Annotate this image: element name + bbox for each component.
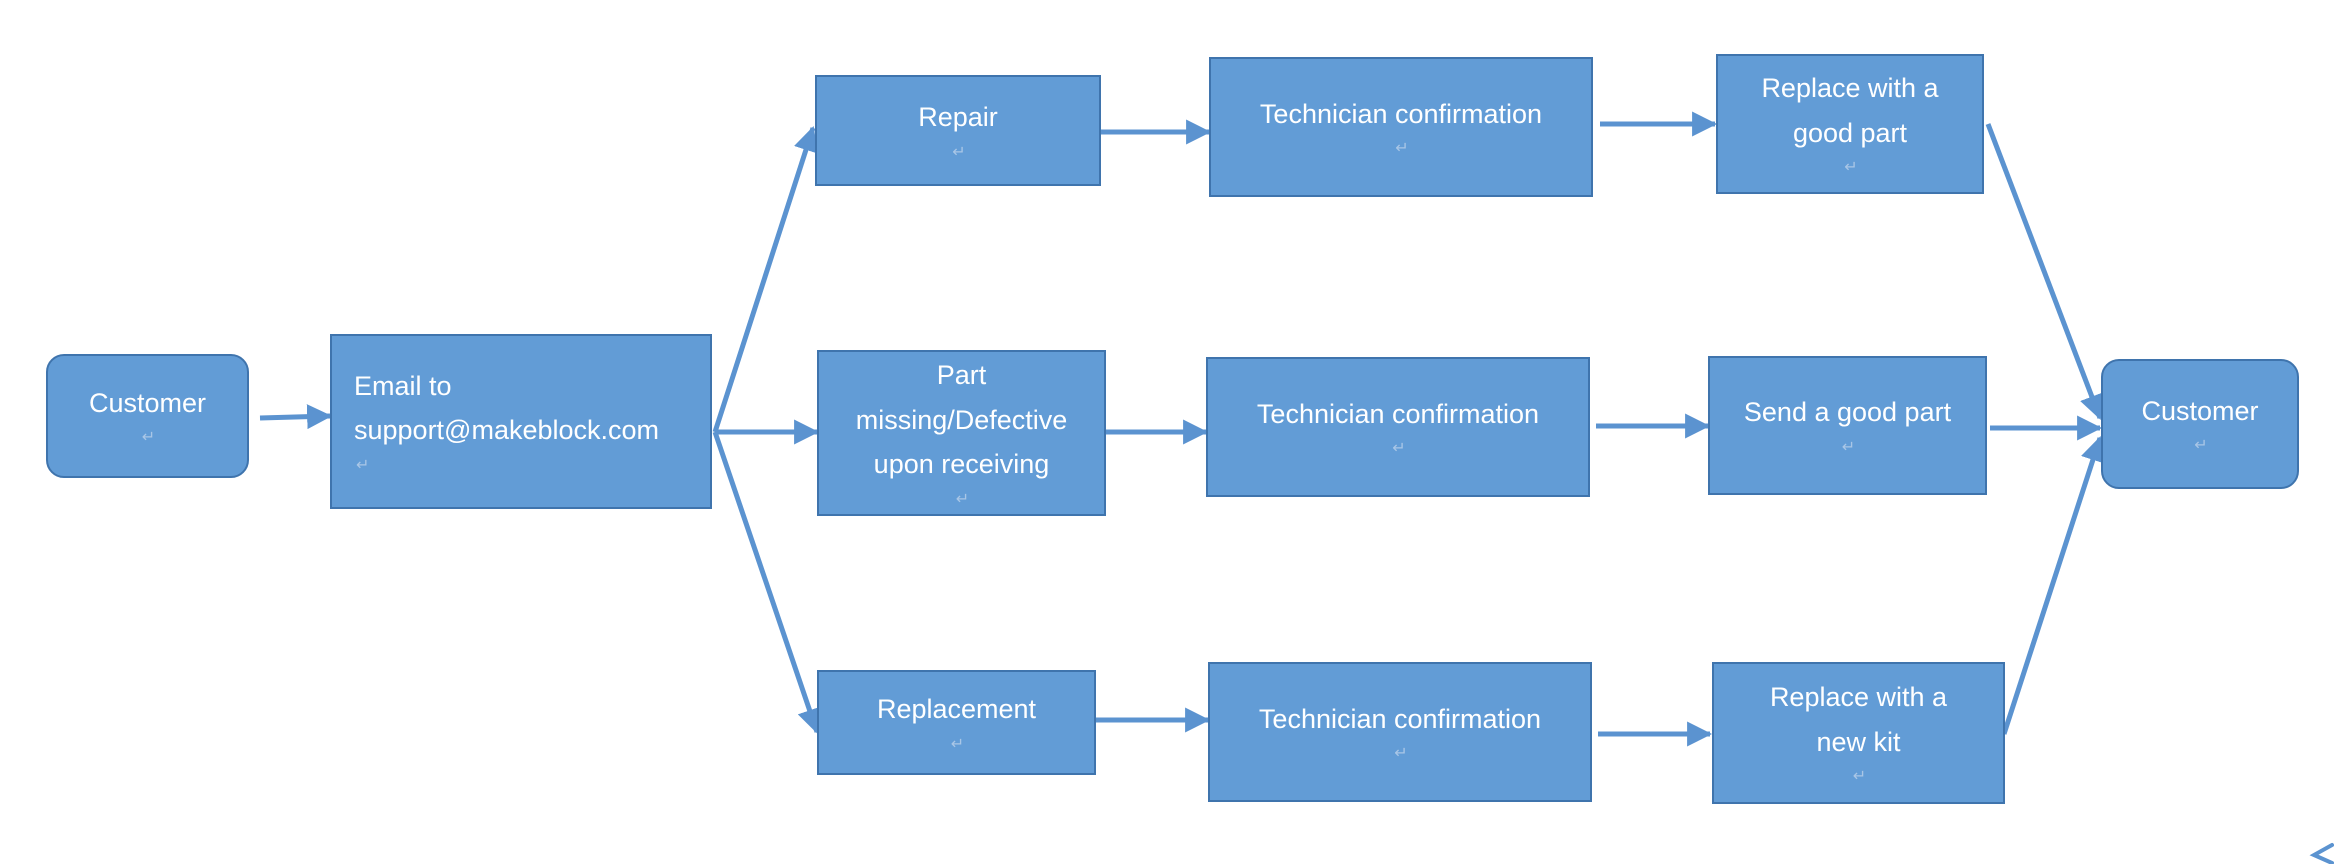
- replace-new-kit-label-line-1: Replace with a: [1769, 682, 1948, 713]
- part-missing-label: Part missing/Defective upon receiving↵: [856, 353, 1068, 513]
- email-support-label-line-2: support@makeblock.com↵: [354, 408, 659, 479]
- technician-confirmation-label-3-line-1: Technician confirmation↵: [1259, 697, 1541, 768]
- paragraph-mark-icon: ↵: [950, 735, 965, 753]
- replace-good-part-label-line-1: Replace with a: [1761, 73, 1939, 104]
- paragraph-mark-icon: ↵: [1395, 140, 1409, 158]
- technician-confirmation-node-2: Technician confirmation↵: [1206, 357, 1590, 497]
- send-good-part-label: Send a good part↵: [1744, 390, 1951, 461]
- customer-start-label-line-1: Customer↵: [89, 381, 206, 452]
- technician-confirmation-node-3: Technician confirmation↵: [1208, 662, 1592, 802]
- arrow-customer-to-email: [259, 404, 333, 430]
- technician-confirmation-label-3: Technician confirmation↵: [1259, 697, 1541, 768]
- arrow-replace-good-part-to-customer: [1985, 123, 2104, 420]
- replace-good-part-label-line-2: good part↵: [1761, 111, 1938, 182]
- send-good-part-node: Send a good part↵: [1708, 356, 1987, 495]
- paragraph-mark-icon: ↵: [356, 456, 370, 474]
- paragraph-mark-icon: ↵: [1392, 440, 1406, 458]
- replacement-label: Replacement↵: [877, 687, 1036, 758]
- arrow-replace-new-kit-to-customer: [2001, 436, 2105, 735]
- paragraph-mark-icon: ↵: [1841, 438, 1856, 456]
- replacement-node: Replacement↵: [817, 670, 1096, 775]
- replace-good-part-node: Replace with a good part↵: [1716, 54, 1984, 194]
- replace-new-kit-node: Replace with a new kit↵: [1712, 662, 2005, 804]
- part-missing-label-line-2: missing/Defective: [855, 404, 1068, 435]
- repair-label: Repair↵: [918, 95, 998, 166]
- customer-start-label: Customer↵: [89, 381, 206, 452]
- paragraph-mark-icon: ↵: [141, 429, 156, 447]
- paragraph-mark-icon: ↵: [1852, 768, 1867, 786]
- paragraph-mark-icon: ↵: [2194, 437, 2208, 455]
- technician-confirmation-node-1: Technician confirmation↵: [1209, 57, 1593, 197]
- repair-node: Repair↵: [815, 75, 1101, 186]
- customer-start-node: Customer↵: [46, 354, 249, 478]
- part-missing-node: Part missing/Defective upon receiving↵: [817, 350, 1106, 516]
- email-support-label-line-1: Email to: [354, 370, 452, 401]
- repair-label-line-1: Repair↵: [918, 95, 998, 166]
- technician-confirmation-label-1: Technician confirmation↵: [1260, 92, 1542, 163]
- technician-confirmation-label-2-line-1: Technician confirmation↵: [1257, 392, 1539, 463]
- paragraph-mark-icon: ↵: [1844, 159, 1858, 177]
- customer-end-label: Customer↵: [2141, 389, 2258, 460]
- email-support-node: Email to support@makeblock.com↵: [330, 334, 712, 509]
- customer-end-node: Customer↵: [2101, 359, 2299, 489]
- send-good-part-label-line-1: Send a good part↵: [1744, 390, 1951, 461]
- customer-end-label-line-1: Customer↵: [2141, 389, 2258, 460]
- email-support-label: Email to support@makeblock.com↵: [354, 364, 659, 479]
- technician-confirmation-label-1-line-1: Technician confirmation↵: [1260, 92, 1542, 163]
- arrow-email-to-replacement: [712, 431, 822, 734]
- arrow-email-to-repair: [712, 126, 818, 433]
- replace-new-kit-label-line-2: new kit↵: [1770, 720, 1947, 791]
- replacement-label-line-1: Replacement↵: [877, 687, 1036, 758]
- replace-new-kit-label: Replace with a new kit↵: [1770, 675, 1947, 790]
- technician-confirmation-label-2: Technician confirmation↵: [1257, 392, 1539, 463]
- paragraph-mark-icon: ↵: [952, 143, 966, 161]
- replace-good-part-label: Replace with a good part↵: [1761, 66, 1938, 181]
- part-missing-label-line-1: Part: [936, 359, 987, 390]
- corner-arrow-icon: [2309, 843, 2334, 864]
- paragraph-mark-icon: ↵: [1394, 745, 1408, 763]
- paragraph-mark-icon: ↵: [955, 490, 970, 508]
- part-missing-label-line-3: upon receiving↵: [856, 442, 1068, 513]
